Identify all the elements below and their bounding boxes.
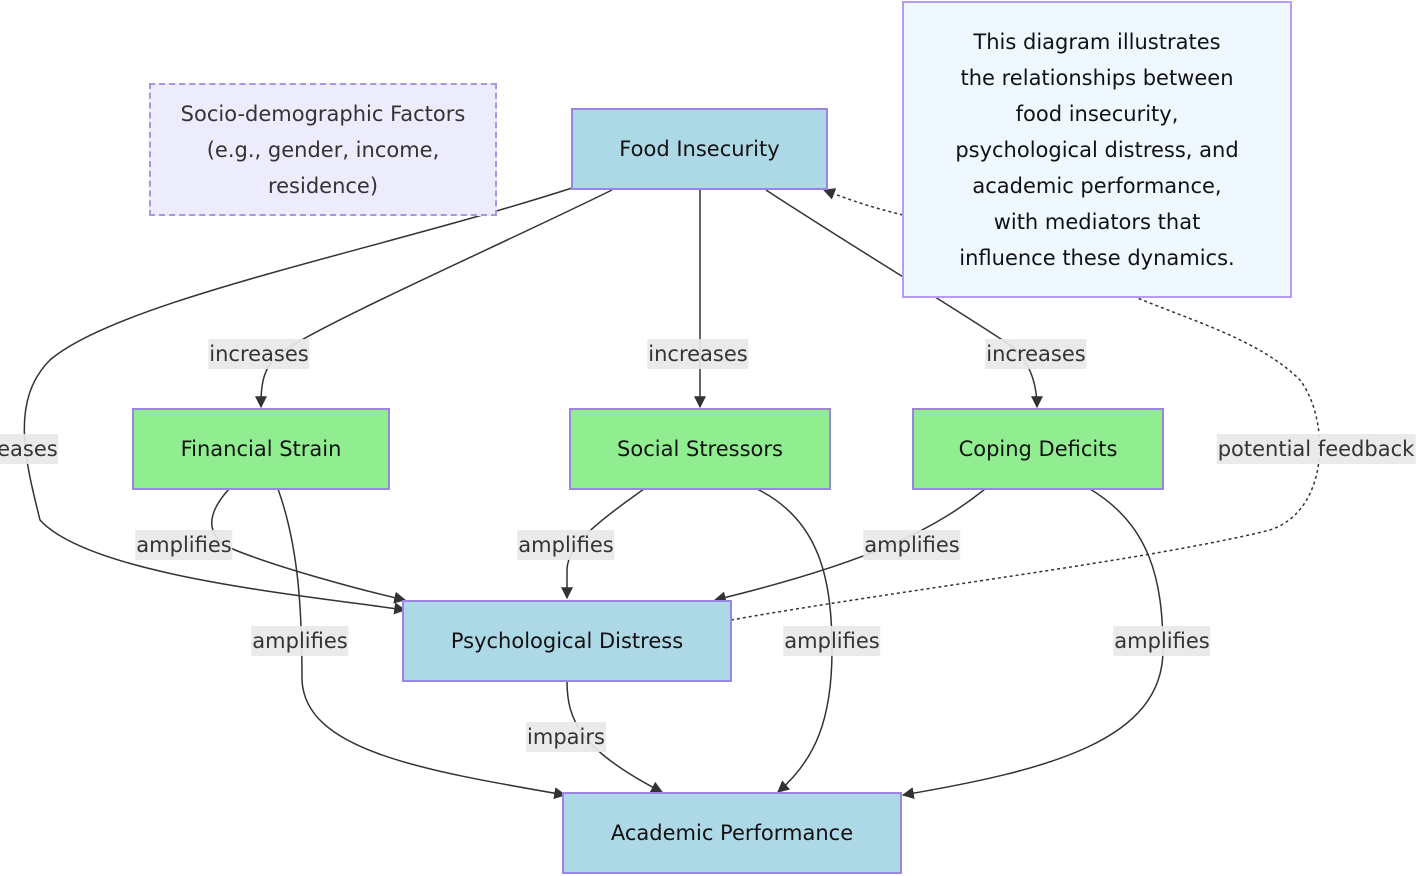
- description-line-6: with mediators that: [993, 209, 1201, 234]
- node-coping-deficits-label: Coping Deficits: [958, 437, 1118, 461]
- edge-label-social-to-distress: amplifies: [517, 530, 615, 560]
- edge-label-social-to-academic: amplifies: [783, 626, 881, 656]
- edge-label-feedback: potential feedback: [1216, 434, 1416, 464]
- edge-financial-to-distress: [211, 488, 407, 604]
- socio-demographic-line-3: residence): [267, 173, 379, 198]
- node-social-stressors[interactable]: Social Stressors: [569, 408, 831, 490]
- edge-feedback: [730, 296, 1321, 621]
- description-line-4: psychological distress, and: [955, 137, 1239, 162]
- description-line-1: This diagram illustrates: [973, 29, 1221, 54]
- description-line-3: food insecurity,: [1015, 101, 1179, 126]
- node-academic-performance-label: Academic Performance: [610, 821, 854, 845]
- edge-label-food-to-distress: increases: [0, 434, 59, 464]
- socio-demographic-note: Socio-demographic Factors (e.g., gender,…: [149, 83, 497, 216]
- description-line-7: influence these dynamics.: [959, 245, 1235, 270]
- edge-label-food-to-social: increases: [647, 339, 749, 369]
- edge-financial-to-academic: [277, 488, 567, 800]
- socio-demographic-line-1: Socio-demographic Factors: [180, 101, 466, 126]
- node-food-insecurity-label: Food Insecurity: [619, 137, 780, 161]
- edge-food-to-distress: [23, 187, 573, 615]
- node-psychological-distress-label: Psychological Distress: [450, 629, 684, 653]
- node-coping-deficits[interactable]: Coping Deficits: [912, 408, 1164, 490]
- edge-food-to-financial: [255, 189, 613, 409]
- description-note: This diagram illustrates the relationshi…: [902, 1, 1292, 298]
- edge-label-coping-to-distress: amplifies: [863, 530, 961, 560]
- description-line-5: academic performance,: [972, 173, 1222, 198]
- node-psychological-distress[interactable]: Psychological Distress: [402, 600, 732, 682]
- node-financial-strain[interactable]: Financial Strain: [132, 408, 390, 490]
- edge-label-coping-to-academic: amplifies: [1113, 626, 1211, 656]
- edge-label-food-to-coping: increases: [985, 339, 1087, 369]
- node-academic-performance[interactable]: Academic Performance: [562, 792, 902, 874]
- edge-note-to-food: [822, 188, 904, 216]
- edge-coping-to-academic: [901, 488, 1164, 800]
- node-social-stressors-label: Social Stressors: [617, 437, 783, 461]
- edge-label-distress-to-academic: impairs: [526, 722, 606, 752]
- node-food-insecurity[interactable]: Food Insecurity: [571, 108, 828, 190]
- edge-label-food-to-financial: increases: [208, 339, 310, 369]
- edge-label-financial-to-academic: amplifies: [251, 626, 349, 656]
- socio-demographic-line-2: (e.g., gender, income,: [206, 137, 440, 162]
- node-financial-strain-label: Financial Strain: [180, 437, 342, 461]
- edge-label-financial-to-distress: amplifies: [135, 530, 233, 560]
- description-line-2: the relationships between: [960, 65, 1234, 90]
- edge-food-to-coping: [765, 189, 1043, 409]
